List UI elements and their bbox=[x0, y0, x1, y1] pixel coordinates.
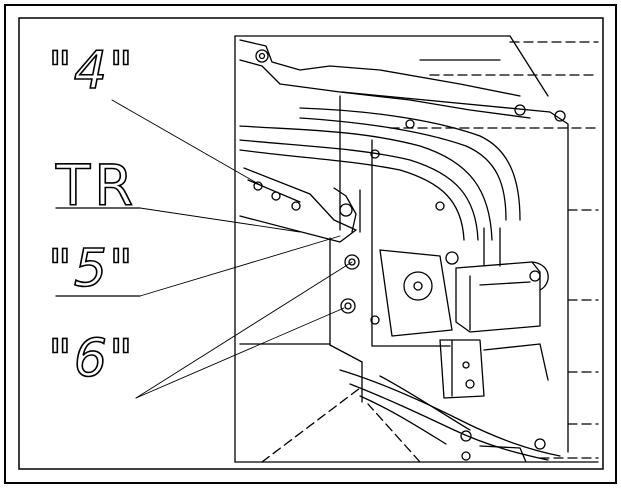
mechanism-drawing bbox=[234, 35, 599, 463]
callout-label-6: "6" bbox=[48, 329, 135, 389]
label-underlines bbox=[55, 207, 141, 297]
leader-lines bbox=[111, 99, 353, 399]
callout-label-4: "4" bbox=[48, 41, 135, 101]
inner-frame bbox=[18, 17, 604, 470]
callout-label-tr: TR bbox=[55, 154, 137, 219]
callout-label-5: "5" bbox=[48, 239, 135, 299]
outer-frame bbox=[4, 4, 617, 484]
